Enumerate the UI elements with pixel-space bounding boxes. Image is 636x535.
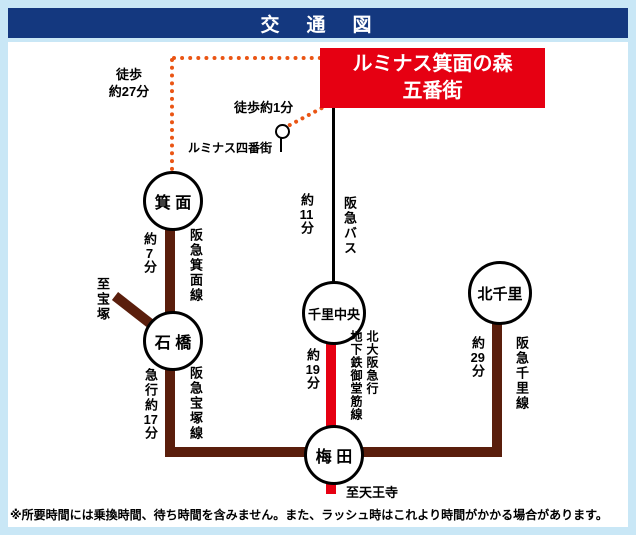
footnote: ※所要時間には乗換時間、待ち時間を含みません。また、ラッシュ時はこれより時間がか… [10, 508, 608, 522]
page-title: 交 通 図 [8, 8, 628, 38]
midosuji-line-name: 地下鉄御堂筋線 [349, 330, 363, 421]
walk-27min-label: 徒歩 約27分 [108, 67, 150, 99]
takarazuka-line-time: 急行約17分 [143, 368, 158, 441]
midosuji-line-segment [326, 336, 336, 428]
bus-stop-name: ルミナス四番街 [187, 141, 272, 155]
bus-time: 約11分 [299, 193, 314, 236]
minoo-line-time: 約7分 [142, 232, 157, 275]
minoo-line-name: 阪急箕面線 [188, 228, 203, 303]
walk-1min-label: 徒歩約1分 [234, 100, 294, 115]
property-banner: ルミナス箕面の森 五番街 [320, 48, 545, 108]
station-senrichuo: 千里中央 [302, 281, 366, 345]
to-tennoji-label: 至天王寺 [346, 485, 399, 500]
station-umeda: 梅 田 [304, 425, 364, 485]
property-name-line1: ルミナス箕面の森 [352, 53, 513, 75]
property-name-line2: 五番街 [402, 80, 463, 102]
senri-line-segment [492, 316, 502, 457]
station-kitasenri: 北千里 [468, 261, 532, 325]
takarazuka-line-name: 阪急宝塚線 [188, 366, 203, 441]
walk-route-dotted-line-vertical [170, 58, 174, 171]
station-minoo: 箕 面 [143, 171, 203, 231]
bus-stop-icon-pole [280, 137, 282, 152]
walk-route-dotted-line-horizontal [172, 56, 322, 60]
hankyu-bus-line-segment [332, 108, 335, 282]
minoo-line-segment [165, 222, 175, 314]
bus-name: 阪急バス [342, 196, 357, 256]
senri-line-name: 阪急千里線 [514, 336, 529, 411]
senri-line-time: 約29分 [470, 336, 485, 379]
kita-osaka-kyuko-name: 北大阪急行 [365, 330, 379, 395]
to-takarazuka-label: 至宝塚 [95, 277, 110, 322]
takarazuka-line-segment [165, 360, 175, 457]
midosuji-time: 約19分 [305, 348, 320, 391]
station-ishibashi: 石 橋 [143, 311, 203, 371]
bus-stop-icon [275, 124, 290, 139]
